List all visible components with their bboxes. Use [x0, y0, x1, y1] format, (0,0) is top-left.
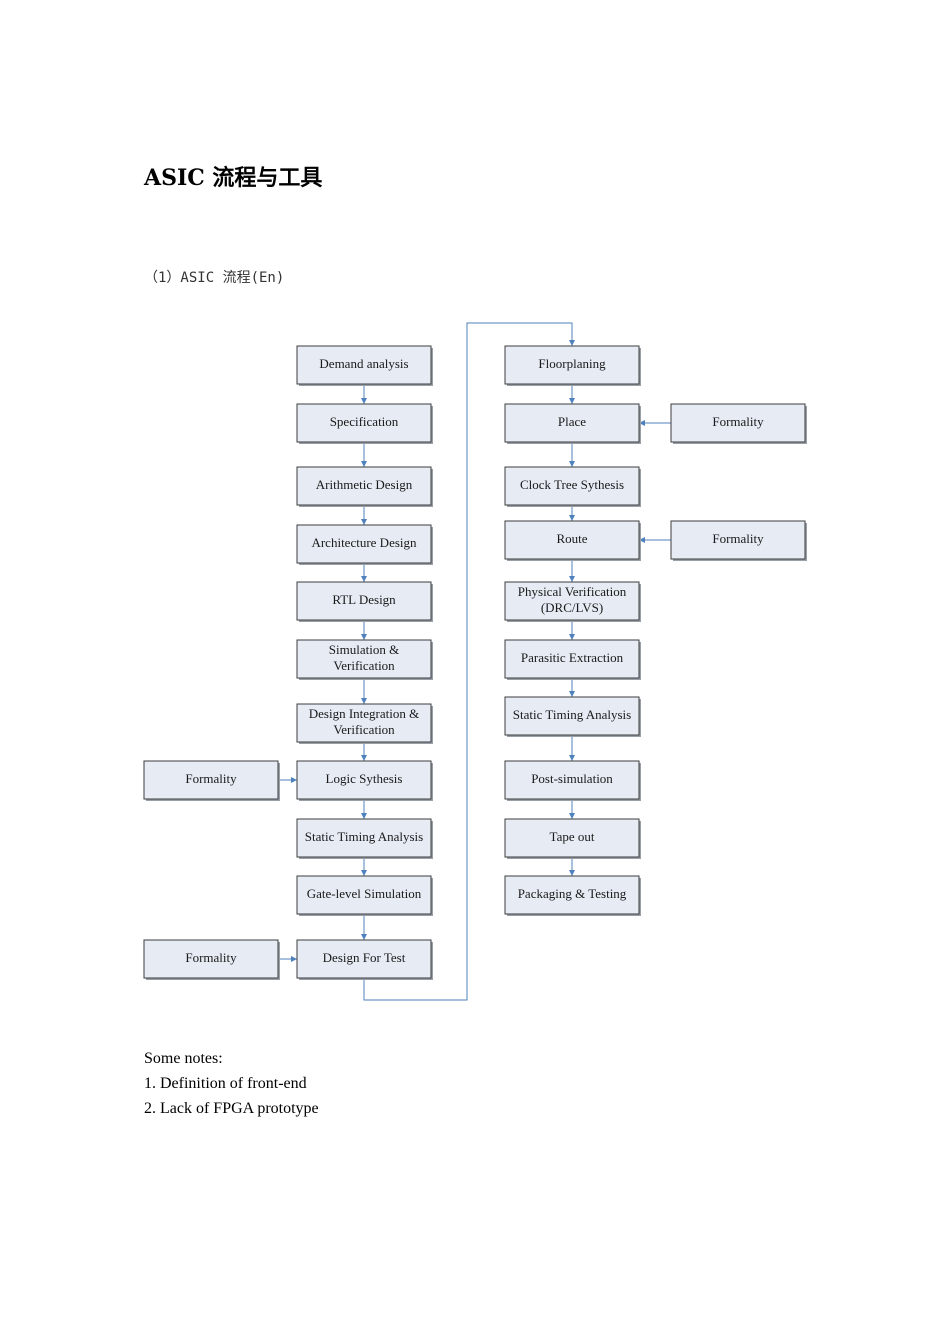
flow-step-box: Packaging & Testing [504, 875, 641, 916]
arrow-down-icon [361, 755, 367, 761]
arrow-down-icon [569, 870, 575, 876]
flow-step-box-label: Simulation & [329, 642, 399, 657]
arrow-right-icon [291, 956, 297, 962]
flow-step-box-label: Post-simulation [531, 771, 613, 786]
arrow-down-icon [569, 461, 575, 467]
flow-step-box-label: Physical Verification [518, 584, 627, 599]
flow-step-box-label: Static Timing Analysis [305, 829, 423, 844]
arrow-down-icon [361, 934, 367, 940]
note-item: 2. Lack of FPGA prototype [144, 1100, 319, 1117]
flow-step-box-label: RTL Design [332, 592, 396, 607]
flow-step-box: Place [504, 403, 641, 444]
flow-step-box: Tape out [504, 818, 641, 859]
flow-step-box: Demand analysis [296, 345, 433, 386]
note-item: 1. Definition of front-end [144, 1075, 307, 1092]
arrow-down-icon [361, 870, 367, 876]
formality-box: Formality [143, 760, 280, 801]
formality-label: Formality [185, 950, 237, 965]
flow-step-box-label: Specification [330, 414, 399, 429]
arrow-down-icon [569, 398, 575, 404]
arrow-down-icon [361, 398, 367, 404]
notes: Some notes: 1. Definition of front-end 2… [144, 1046, 319, 1121]
arrow-down-icon [569, 515, 575, 521]
arrow-down-icon [361, 698, 367, 704]
arrow-down-icon [361, 634, 367, 640]
flow-step-box-label: Floorplaning [538, 356, 606, 371]
flow-step-box: Static Timing Analysis [504, 696, 641, 737]
flow-step-box: Parasitic Extraction [504, 639, 641, 680]
flow-step-box: Design For Test [296, 939, 433, 980]
arrow-down-icon [361, 576, 367, 582]
flow-step-box: Clock Tree Sythesis [504, 466, 641, 507]
flow-step-box: Route [504, 520, 641, 561]
flow-step-box-label: Verification [333, 658, 395, 673]
flow-step-box-label: Demand analysis [319, 356, 408, 371]
formality-label: Formality [712, 531, 764, 546]
flow-loop-connector [363, 322, 573, 1001]
page-title: ASIC 流程与工具 [144, 165, 323, 191]
flow-step-box: Architecture Design [296, 524, 433, 565]
formality-box: Formality [670, 403, 807, 444]
flow-step-box-label: Verification [333, 722, 395, 737]
arrow-down-icon [569, 755, 575, 761]
flow-step-box-label: Gate-level Simulation [307, 886, 422, 901]
flow-step-box-label: (DRC/LVS) [541, 600, 603, 615]
notes-heading: Some notes: [144, 1050, 223, 1067]
flow-step-box: Specification [296, 403, 433, 444]
section-heading: （1）ASIC 流程(En) [144, 270, 285, 286]
arrow-right-icon [291, 777, 297, 783]
flow-step-box-label: Clock Tree Sythesis [520, 477, 624, 492]
arrow-down-icon [361, 813, 367, 819]
formality-label: Formality [185, 771, 237, 786]
flow-step-box: Arithmetic Design [296, 466, 433, 507]
flow-step-box-label: Design For Test [323, 950, 406, 965]
arrow-down-icon [361, 519, 367, 525]
arrow-down-icon [361, 461, 367, 467]
flow-step-box-label: Packaging & Testing [518, 886, 627, 901]
flow-step-box-label: Logic Sythesis [326, 771, 403, 786]
flow-step-box: Post-simulation [504, 760, 641, 801]
flow-step-box: Gate-level Simulation [296, 875, 433, 916]
arrow-left-icon [639, 420, 645, 426]
flow-step-box-label: Tape out [550, 829, 595, 844]
flow-step-box-label: Arithmetic Design [316, 477, 413, 492]
formality-label: Formality [712, 414, 764, 429]
flow-step-box: Simulation &Verification [296, 639, 433, 680]
flow-step-box-label: Route [556, 531, 587, 546]
flow-step-box: Logic Sythesis [296, 760, 433, 801]
arrow-down-icon [569, 634, 575, 640]
arrow-down-icon [569, 813, 575, 819]
flow-step-box: RTL Design [296, 581, 433, 622]
formality-box: Formality [670, 520, 807, 561]
flow-step-box: Design Integration &Verification [296, 703, 433, 744]
flow-step-box: Physical Verification(DRC/LVS) [504, 581, 641, 622]
flow-step-box-label: Place [558, 414, 586, 429]
flow-step-box-label: Static Timing Analysis [513, 707, 631, 722]
arrow-down-icon [569, 576, 575, 582]
arrow-down-icon [569, 691, 575, 697]
flow-step-box-label: Design Integration & [309, 706, 419, 721]
arrow-down-icon [569, 340, 575, 346]
flow-step-box-label: Architecture Design [311, 535, 417, 550]
flow-step-box: Static Timing Analysis [296, 818, 433, 859]
flow-step-box: Floorplaning [504, 345, 641, 386]
formality-box: Formality [143, 939, 280, 980]
arrow-left-icon [639, 537, 645, 543]
flow-step-box-label: Parasitic Extraction [521, 650, 624, 665]
